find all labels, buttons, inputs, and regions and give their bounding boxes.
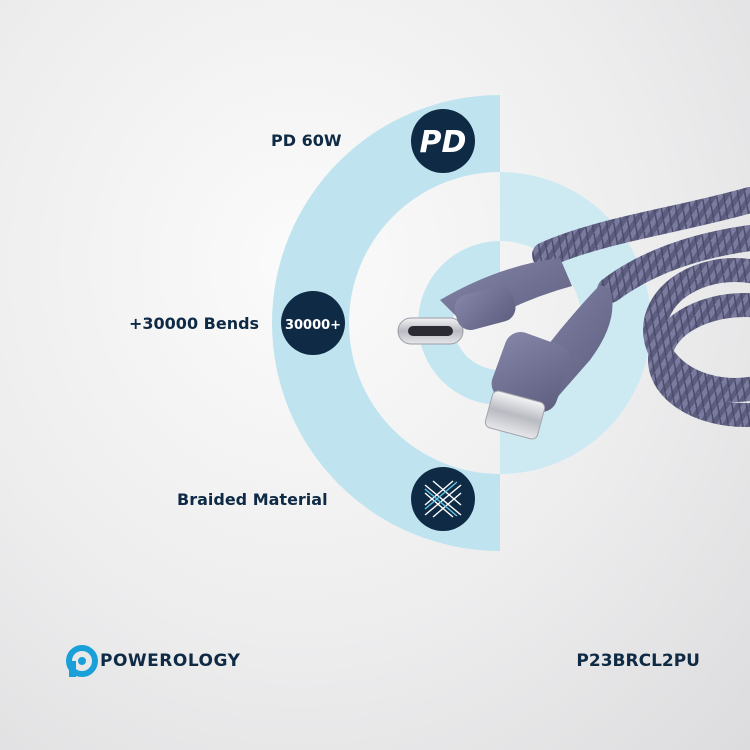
model-number: P23BRCL2PU <box>576 651 700 671</box>
braided-weave-icon <box>411 467 475 531</box>
powerology-logo-icon <box>66 645 98 677</box>
feature-label-braided: Braided Material <box>177 490 328 509</box>
brand-name: POWEROLOGY <box>100 651 241 671</box>
lightning-connector <box>484 285 613 440</box>
cable-coil <box>532 187 750 427</box>
feature-label-pd: PD 60W <box>271 131 342 150</box>
30000-bends-icon: 30000+ <box>281 291 345 355</box>
svg-text:30000+: 30000+ <box>285 318 341 333</box>
pd-icon: PD <box>411 109 475 173</box>
svg-text:PD: PD <box>420 125 467 160</box>
feature-label-bends: +30000 Bends <box>129 314 260 333</box>
usb-c-connector <box>397 258 572 345</box>
